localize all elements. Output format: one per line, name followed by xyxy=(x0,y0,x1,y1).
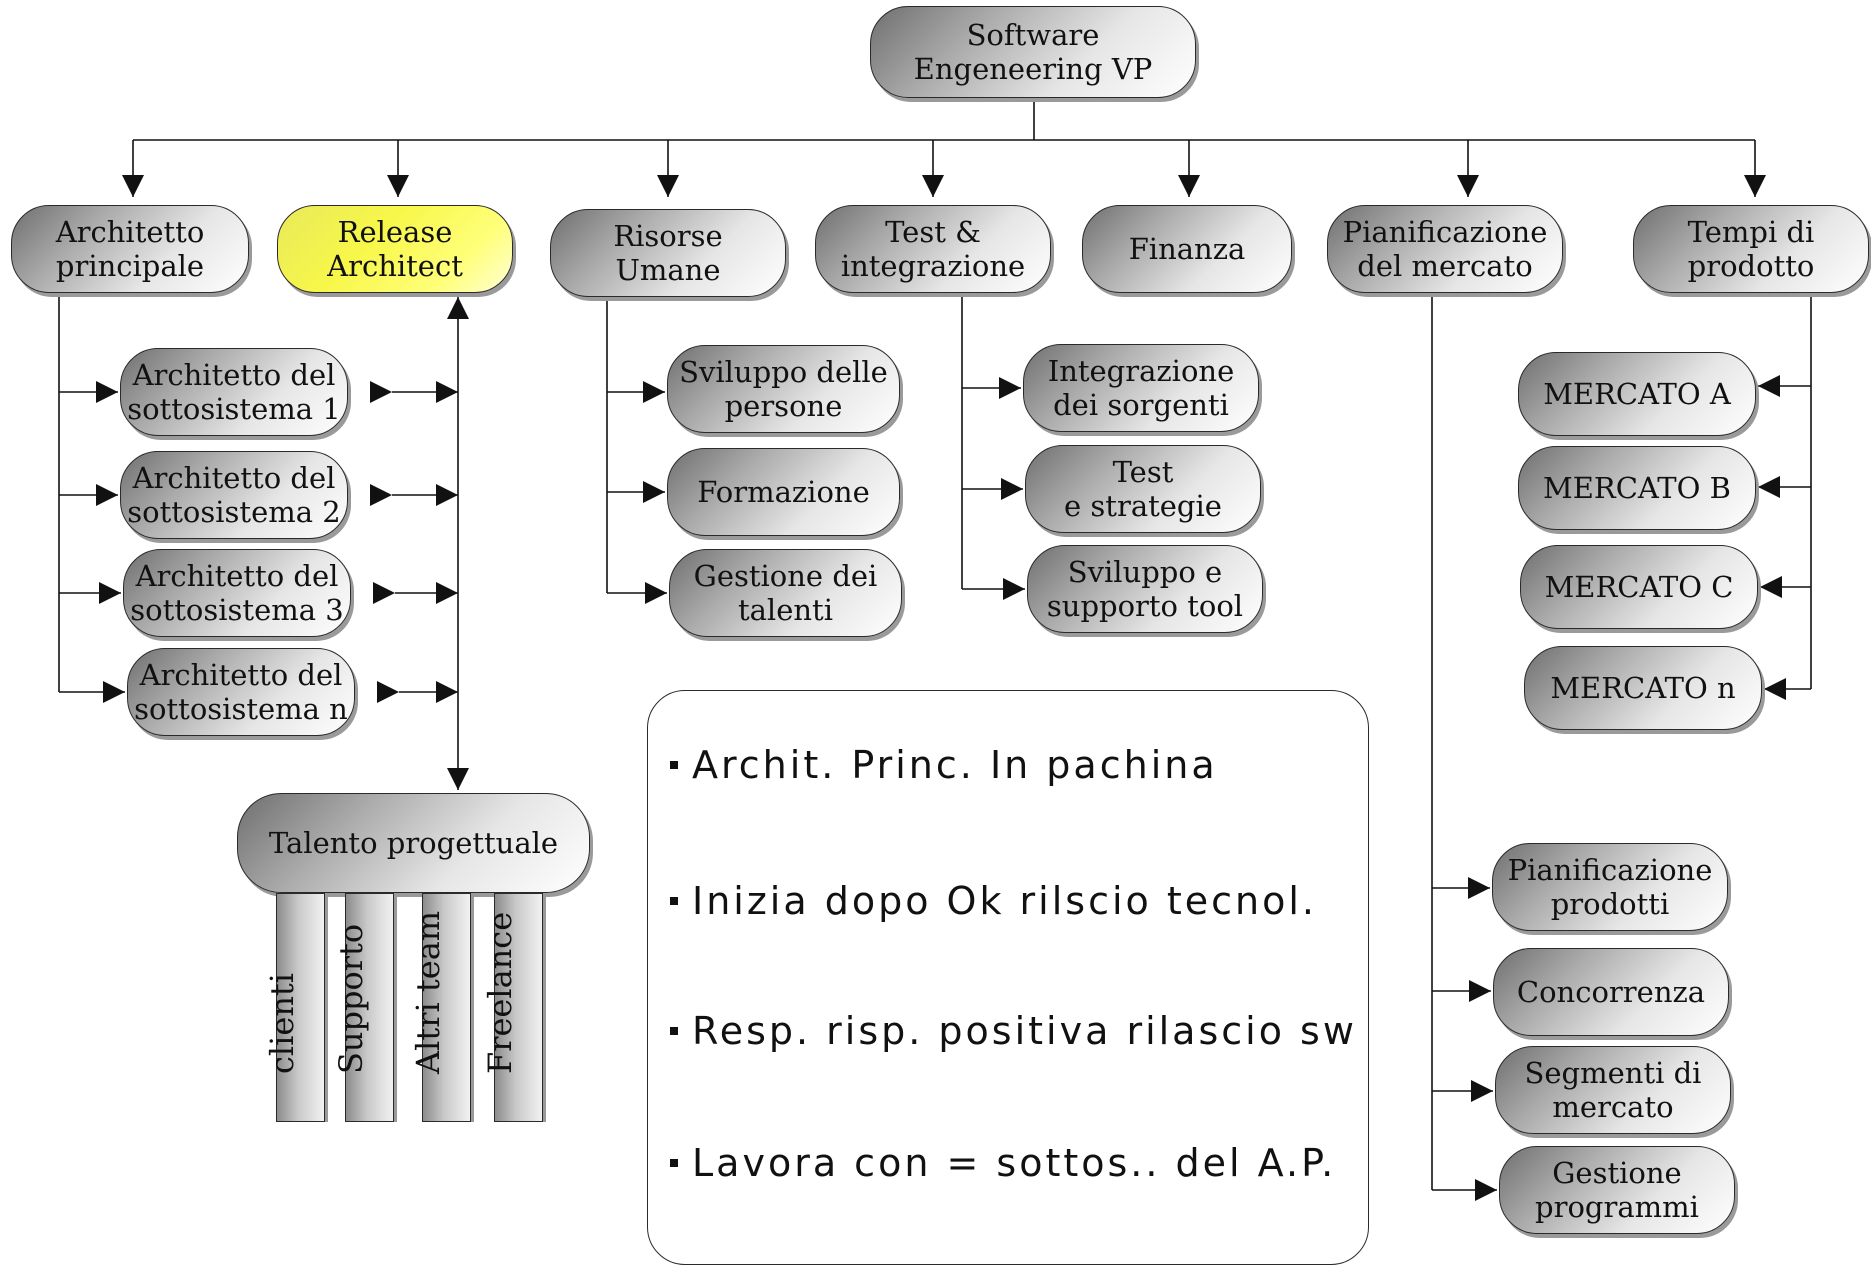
note-item: Archit. Princ. In pachina xyxy=(670,743,1218,787)
node-segmenti-mercato: Segmenti di mercato xyxy=(1495,1046,1731,1134)
node-sottosistema-n: Architetto del sottosistema n xyxy=(127,648,355,736)
node-sottosistema-2: Architetto del sottosistema 2 xyxy=(120,451,348,539)
pillar-clienti: clienti xyxy=(263,893,325,1122)
node-test-strategie: Test e strategie xyxy=(1025,445,1261,533)
bullet-icon xyxy=(670,1159,678,1167)
node-talento-progettuale: Talento progettuale xyxy=(237,793,590,893)
note-item: Inizia dopo Ok rilscio tecnol. xyxy=(670,879,1317,923)
node-mercato-c: MERCATO C xyxy=(1520,545,1758,629)
note-item: Resp. risp. positiva rilascio sw xyxy=(670,1009,1357,1053)
notes-box: Archit. Princ. In pachina Inizia dopo Ok… xyxy=(647,690,1369,1265)
note-text: Lavora con = sottos.. del A.P. xyxy=(692,1141,1337,1185)
node-risorse-umane: Risorse Umane xyxy=(550,209,786,297)
note-text: Archit. Princ. In pachina xyxy=(692,743,1218,787)
node-tempi-prodotto: Tempi di prodotto xyxy=(1633,205,1869,293)
node-pianificazione-mercato: Pianificazione del mercato xyxy=(1327,205,1563,293)
pillar-label: clienti xyxy=(262,972,301,1074)
node-formazione: Formazione xyxy=(667,448,900,536)
bullet-icon xyxy=(670,1027,678,1035)
node-integrazione-sorgenti: Integrazione dei sorgenti xyxy=(1023,344,1259,432)
node-gestione-talenti: Gestione dei talenti xyxy=(669,549,902,637)
node-test-integrazione: Test & integrazione xyxy=(815,205,1051,293)
node-gestione-programmi: Gestione programmi xyxy=(1499,1146,1735,1234)
node-mercato-a: MERCATO A xyxy=(1518,352,1756,436)
node-sottosistema-1: Architetto del sottosistema 1 xyxy=(120,348,348,436)
pillar-freelance: Freelance xyxy=(481,893,543,1122)
node-sviluppo-persone: Sviluppo delle persone xyxy=(667,345,900,433)
node-mercato-b: MERCATO B xyxy=(1518,446,1756,530)
node-sottosistema-3: Architetto del sottosistema 3 xyxy=(123,549,351,637)
node-concorrenza: Concorrenza xyxy=(1493,948,1729,1036)
node-finanza: Finanza xyxy=(1082,205,1292,293)
node-architetto-principale: Architetto principale xyxy=(11,205,249,293)
node-software-engineering-vp: Software Engeneering VP xyxy=(870,6,1196,98)
node-mercato-n: MERCATO n xyxy=(1524,646,1762,730)
pillar-label: Altri team xyxy=(408,910,447,1074)
node-pianificazione-prodotti: Pianificazione prodotti xyxy=(1492,843,1728,931)
node-sviluppo-tool: Sviluppo e supporto tool xyxy=(1027,545,1263,633)
pillar-altri-team: Altri team xyxy=(409,893,471,1122)
pillar-supporto: Supporto xyxy=(332,893,394,1122)
node-release-architect: Release Architect xyxy=(277,205,513,293)
note-item: Lavora con = sottos.. del A.P. xyxy=(670,1141,1336,1185)
note-text: Inizia dopo Ok rilscio tecnol. xyxy=(692,879,1317,923)
pillar-label: Supporto xyxy=(331,923,370,1074)
note-text: Resp. risp. positiva rilascio sw xyxy=(692,1009,1357,1053)
bullet-icon xyxy=(670,897,678,905)
pillar-label: Freelance xyxy=(480,911,519,1074)
bullet-icon xyxy=(670,761,678,769)
